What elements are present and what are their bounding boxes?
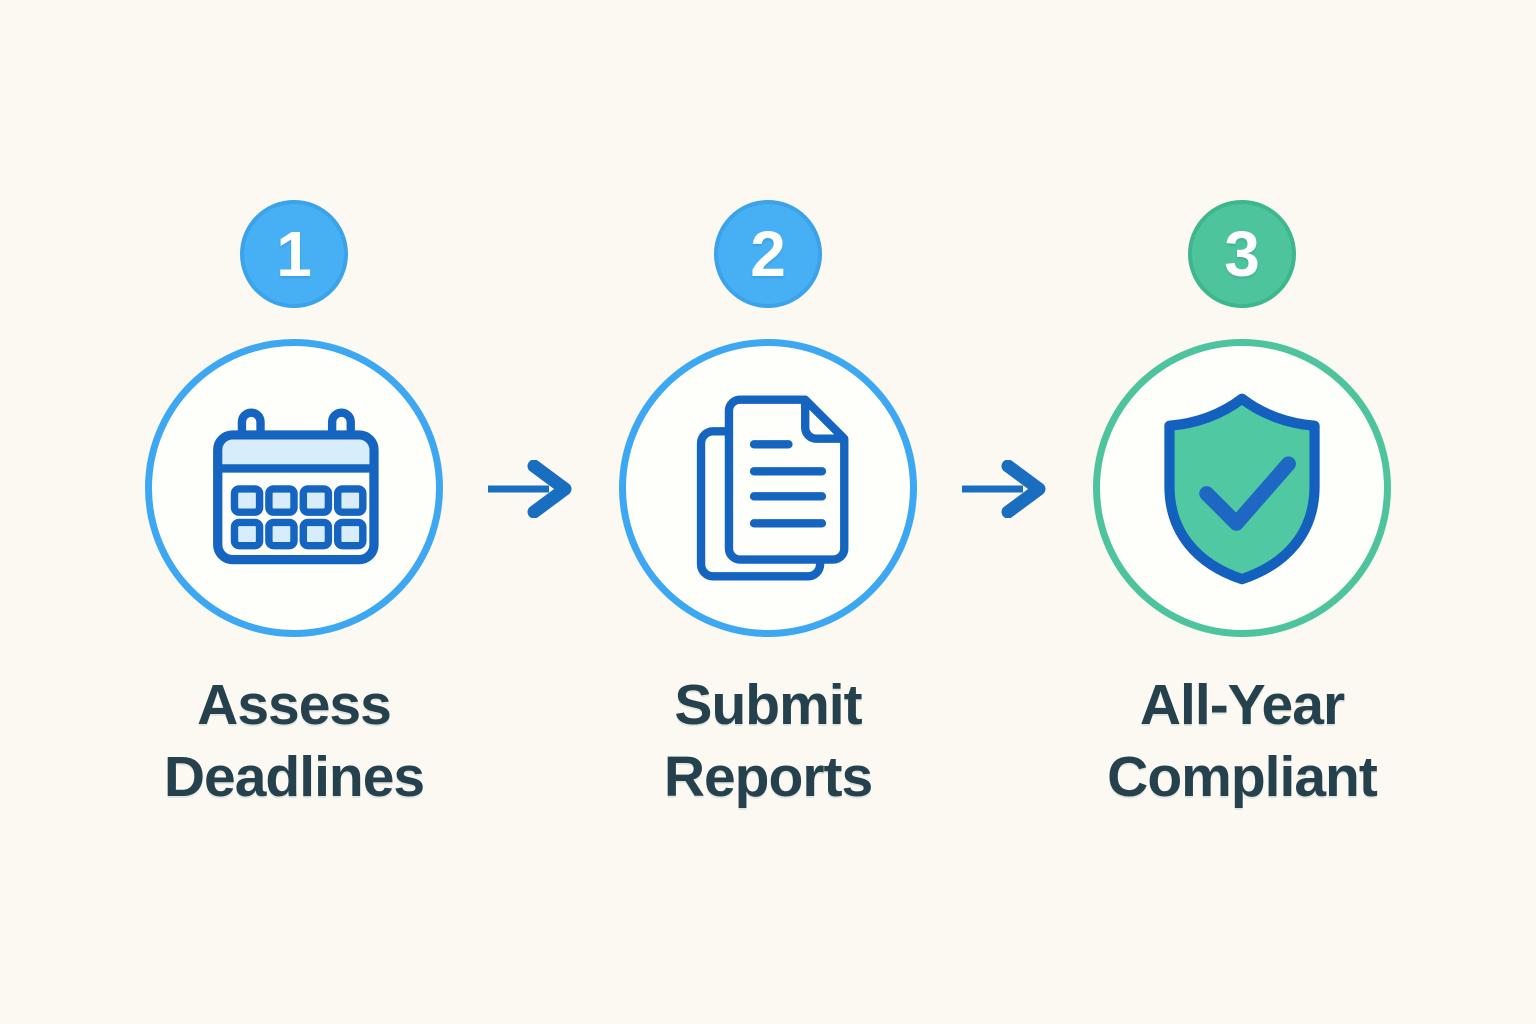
step-label-line1: Submit [674, 673, 862, 737]
step-circle [619, 339, 917, 637]
step-number-badge: 2 [714, 200, 822, 308]
step-circle [145, 339, 443, 637]
step-number: 2 [750, 218, 786, 290]
diagram-row: 1 [0, 200, 1536, 813]
step-all-year-compliant: 3 All-Year Compliant [1072, 200, 1412, 813]
step-label-line1: Assess [197, 673, 392, 737]
step-circle [1093, 339, 1391, 637]
shield-check-icon [1149, 389, 1335, 587]
arrow-1 [464, 460, 598, 518]
arrow-right-icon [485, 460, 577, 518]
step-number: 1 [276, 218, 312, 290]
step-assess-deadlines: 1 [124, 200, 464, 813]
step-label: All-Year Compliant [1107, 669, 1378, 813]
arrow-right-icon [959, 460, 1051, 518]
step-label-line2: Compliant [1107, 745, 1378, 809]
step-label: Submit Reports [663, 669, 873, 813]
step-label-line2: Deadlines [163, 745, 425, 809]
documents-icon [675, 390, 861, 586]
step-label-line2: Reports [663, 745, 873, 809]
step-number-badge: 3 [1188, 200, 1296, 308]
step-number-badge: 1 [240, 200, 348, 308]
calendar-icon [201, 407, 387, 569]
arrow-2 [938, 460, 1072, 518]
step-number: 3 [1224, 218, 1260, 290]
step-label: Assess Deadlines [163, 669, 425, 813]
step-submit-reports: 2 [598, 200, 938, 813]
step-label-line1: All-Year [1139, 673, 1345, 737]
